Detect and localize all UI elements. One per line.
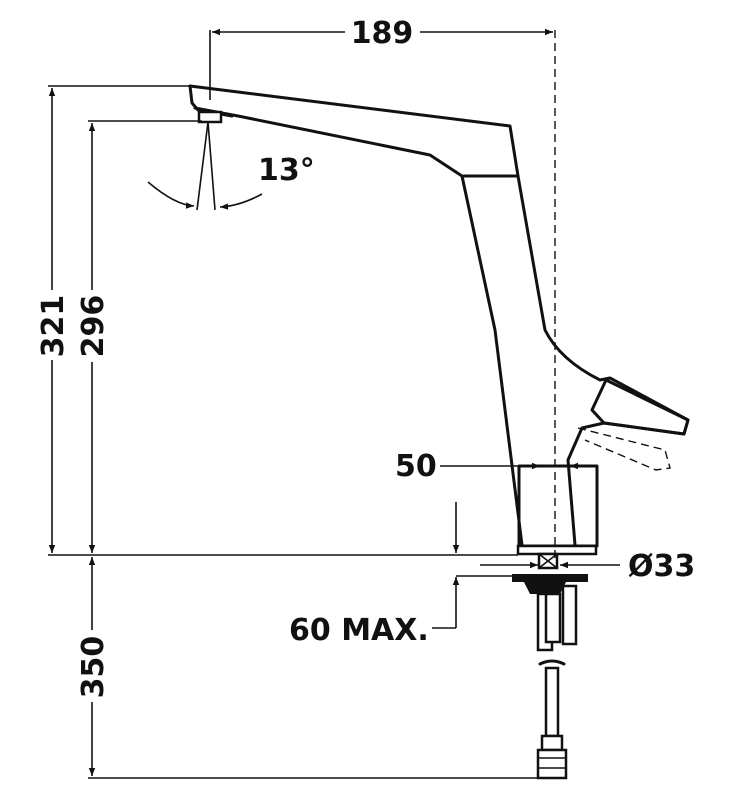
total-height-value: 321 — [36, 295, 71, 358]
aerator — [197, 110, 223, 124]
body-width-value: 50 — [395, 449, 437, 484]
hose-connector — [540, 734, 564, 752]
spout-underside-outline — [193, 106, 524, 547]
reach-value: 189 — [351, 16, 414, 51]
hole-diameter-value: Ø33 — [628, 549, 695, 584]
dimension-hole-diameter: Ø33 — [480, 549, 695, 584]
angle-arc-left — [147, 181, 195, 209]
angle-leg-b — [207, 121, 216, 211]
faucet-outline — [188, 84, 690, 780]
hose-inlet-upper — [544, 592, 562, 644]
dimension-body-width: 50 — [395, 449, 590, 484]
dimension-reach: 189 — [209, 16, 556, 560]
hose-end-nut — [536, 748, 568, 780]
angle-arc-right — [219, 193, 263, 210]
dimension-total-height: 321 — [36, 88, 71, 553]
dimension-deck-thickness: 60 MAX. — [289, 502, 512, 648]
angle-value: 13° — [258, 153, 315, 188]
spout-height-value: 296 — [76, 295, 111, 358]
deck-thickness-value: 60 MAX. — [289, 613, 429, 648]
dimension-hose-length: 350 — [76, 557, 111, 776]
lever-open-position — [577, 427, 671, 471]
dimension-spout-height: 296 — [76, 123, 111, 553]
hose-break-mark — [538, 659, 566, 666]
nut-cross-b — [538, 553, 558, 569]
hose-length-value: 350 — [76, 636, 111, 699]
lever-handle — [590, 378, 690, 436]
dimension-angle: 13° — [147, 121, 315, 211]
fixing-bracket — [512, 574, 588, 594]
base-housing — [517, 464, 599, 548]
angle-leg-a — [196, 121, 209, 211]
threaded-rod-right — [561, 584, 578, 646]
hose-lower — [544, 666, 560, 738]
